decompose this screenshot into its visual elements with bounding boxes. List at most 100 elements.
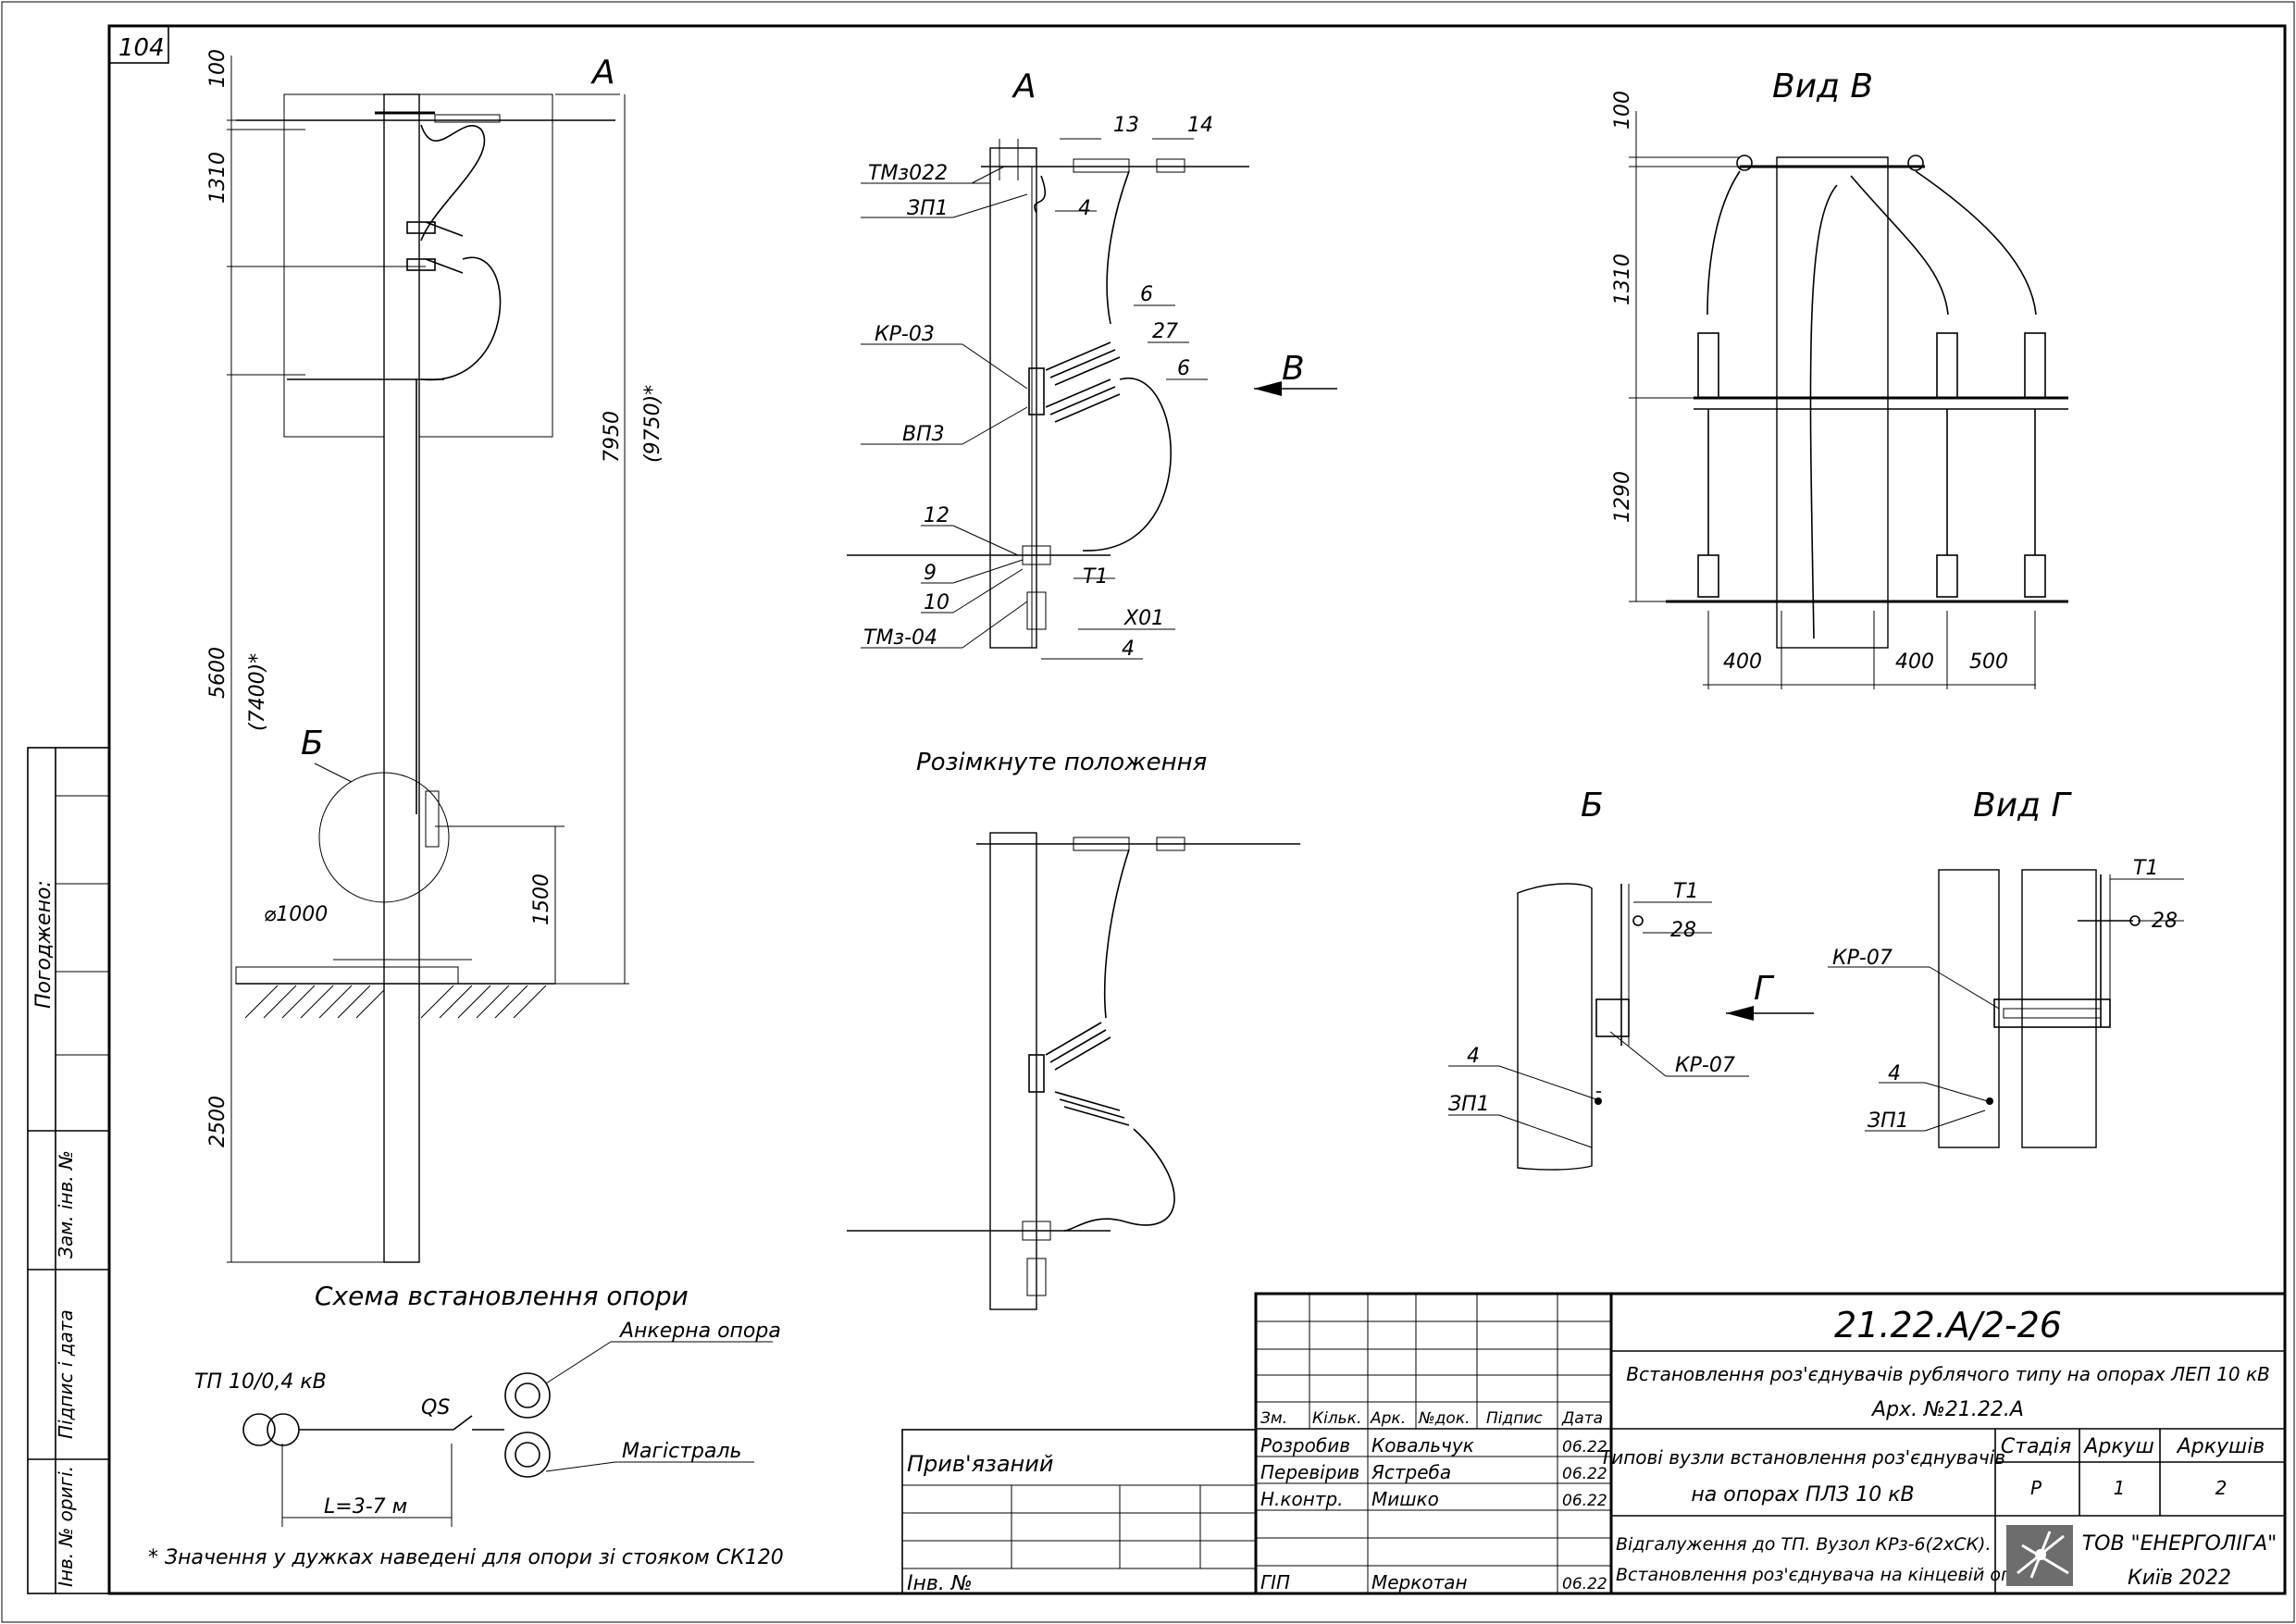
tied-label: Прив'язаний	[907, 1451, 1053, 1477]
inv-label: Інв. №	[907, 1572, 973, 1595]
open-position-view: Розімкнуте положення	[847, 749, 1300, 1310]
view-b-label-28: 28	[1670, 919, 1696, 942]
label-t1: Т1	[1083, 565, 1108, 589]
transformer-winding-2	[267, 1413, 300, 1446]
dim-100: 100	[206, 49, 230, 88]
sheet-no-value: 1	[2114, 1477, 2126, 1499]
sig-date: 06.22	[1562, 1575, 1607, 1593]
dim-500: 500	[1969, 651, 2008, 674]
view-g-label-4: 4	[1888, 1062, 1901, 1085]
view-g-pole-left	[1938, 869, 2000, 1148]
sig-name: Ястреба	[1371, 1461, 1451, 1483]
view-b-label-zp1: ЗП1	[1448, 1093, 1490, 1116]
sheet-number: 104	[118, 34, 165, 62]
side-stamp: Погоджено: Зам. інв. № Підпис і дата Інв…	[27, 747, 110, 1594]
agreed-label: Погоджено:	[32, 880, 56, 1009]
dim-2500: 2500	[206, 1096, 230, 1147]
scheme-length-label: L=3-7 м	[324, 1495, 407, 1519]
dim-100-v: 100	[1611, 91, 1634, 130]
open-position-title: Розімкнуте положення	[916, 749, 1207, 776]
dim-7950: 7950	[601, 411, 624, 463]
view-v-title: Вид В	[1772, 68, 1873, 105]
sheet-title-2: Встановлення роз'єднувача на кінцевій оп…	[1616, 1565, 2040, 1585]
label-14: 14	[1187, 114, 1213, 137]
view-v: Вид В 100 1310 1290 400 400 500	[1611, 68, 2068, 689]
label-4-top: 4	[1078, 197, 1091, 220]
label-tmz022: ТМз022	[868, 162, 948, 185]
view-g-label-t1: Т1	[2133, 857, 2158, 880]
replace-inv-label: Зам. інв. №	[55, 1150, 77, 1258]
label-6-top: 6	[1140, 283, 1153, 306]
view-g-label-28: 28	[2152, 910, 2178, 933]
transformer-winding-1	[242, 1413, 276, 1446]
view-g-label-zp1: ЗП1	[1868, 1110, 1909, 1133]
diameter-label: ⌀1000	[264, 903, 328, 926]
scheme-title: Схема встановлення опори	[315, 1281, 689, 1311]
label-4-bottom: 4	[1122, 638, 1135, 661]
company-logo	[2006, 1525, 2073, 1586]
main-line-pole-symbol	[504, 1432, 551, 1478]
view-v-pole	[1776, 156, 1889, 649]
sig-role: Н.контр.	[1260, 1488, 1344, 1510]
sheet-number-box: 104	[108, 25, 169, 64]
label-27: 27	[1152, 320, 1178, 343]
sig-name: Меркотан	[1371, 1571, 1468, 1593]
view-b-label-t1: Т1	[1673, 880, 1698, 903]
pole-overview-view: А Б 100 1310 5600 (7400)* 1500 2500 7950…	[206, 49, 664, 1263]
sig-header-sheet: Арк.	[1370, 1409, 1406, 1428]
sig-header-doc: №док.	[1418, 1409, 1471, 1428]
scheme-qs-label: QS	[421, 1396, 450, 1419]
scheme-main-label: Магістраль	[622, 1440, 742, 1463]
label-x01: Х01	[1123, 607, 1164, 630]
dim-400-left: 400	[1723, 651, 1762, 674]
callout-b: Б	[301, 725, 324, 762]
scheme-anchor-label: Анкерна опора	[618, 1320, 781, 1343]
sig-header-qty: Кільк.	[1312, 1409, 1361, 1428]
sig-header-date: Дата	[1561, 1409, 1603, 1428]
label-12: 12	[924, 504, 949, 527]
drawing-title: Встановлення роз'єднувачів рублячого тип…	[1626, 1363, 2270, 1385]
scheme-tp-label: ТП 10/0,4 кВ	[194, 1370, 327, 1394]
orig-inv-label: Інв. № оригі.	[55, 1466, 77, 1587]
dim-1310-v: 1310	[1611, 254, 1634, 305]
anchor-pole-symbol	[504, 1372, 551, 1419]
view-b-title: Б	[1581, 787, 1604, 824]
scheme-note: * Значення у дужках наведені для опори з…	[148, 1546, 784, 1569]
sig-role: Перевірив	[1260, 1461, 1359, 1483]
sig-role: Розробив	[1260, 1434, 1350, 1457]
dim-1310: 1310	[206, 152, 230, 204]
dim-9750: (9750)*	[641, 385, 664, 463]
pole	[383, 93, 420, 1263]
view-b-label-4: 4	[1467, 1045, 1480, 1068]
sig-header-zm: Зм.	[1260, 1409, 1287, 1428]
label-tmz04: ТМз-04	[863, 626, 937, 650]
dim-7400: (7400)*	[246, 653, 269, 731]
sig-date: 06.22	[1562, 1492, 1607, 1510]
sheet-title-1: Відгалуження до ТП. Вузол КРз-6(2хСК).	[1616, 1534, 1992, 1555]
sig-name: Мишко	[1371, 1488, 1439, 1510]
view-b: Б Т1 28 4 ЗП1 КР-07 Г	[1448, 787, 1814, 1171]
view-g-label-kr07: КР-07	[1832, 947, 1893, 970]
sig-header-sign: Підпис	[1486, 1409, 1543, 1428]
view-g: Вид Г Т1 28 КР-07 4 ЗП1	[1828, 787, 2184, 1148]
sheet-label: Аркуш	[2082, 1435, 2153, 1458]
dim-1500: 1500	[530, 874, 553, 925]
stage-value: Р	[2030, 1477, 2042, 1499]
view-g-title: Вид Г	[1973, 787, 2072, 824]
dim-1290-v: 1290	[1611, 471, 1634, 523]
label-9: 9	[924, 562, 937, 585]
sig-name: Ковальчук	[1371, 1434, 1474, 1457]
view-b-pole	[1517, 883, 1593, 1171]
label-6: 6	[1177, 357, 1190, 380]
switch-qs	[453, 1415, 473, 1431]
view-a-title: А	[1011, 68, 1036, 105]
sheets-total-value: 2	[2215, 1477, 2228, 1499]
stage-label: Стадія	[2001, 1435, 2071, 1458]
label-13: 13	[1113, 114, 1139, 137]
arrow-g-label: Г	[1754, 970, 1775, 1008]
view-b-label-kr07: КР-07	[1675, 1054, 1735, 1077]
sig-role: ГІП	[1260, 1571, 1290, 1593]
company-name: ТОВ "ЕНЕРГОЛІГА"	[2082, 1532, 2277, 1556]
sig-date: 06.22	[1562, 1465, 1607, 1483]
sign-date-label: Підпис і дата	[55, 1309, 77, 1439]
